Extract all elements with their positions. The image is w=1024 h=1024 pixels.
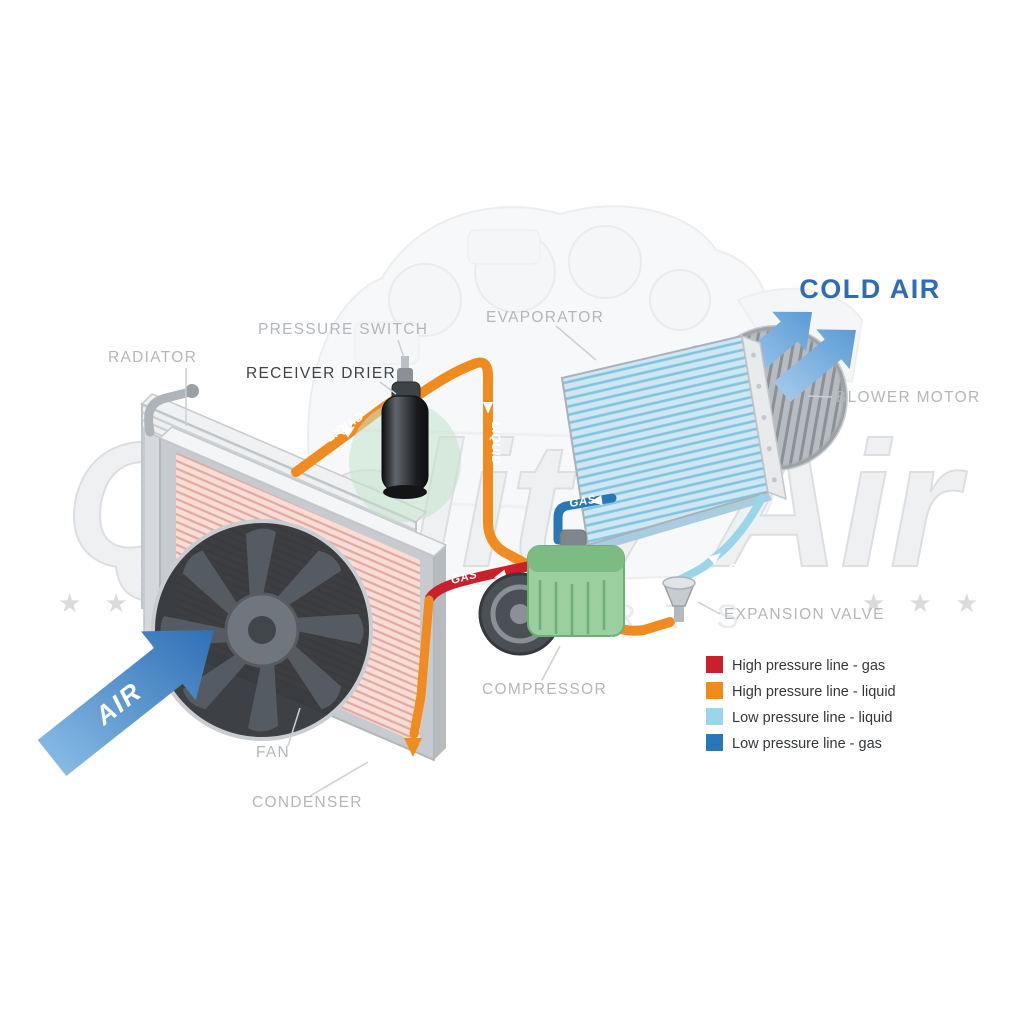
pipe-label-liquid-down: LIQUID xyxy=(489,422,501,465)
evaporator-plate-holes xyxy=(751,352,777,483)
receiver-drier xyxy=(349,356,461,522)
condenser-outlet-arrowhead xyxy=(404,738,422,757)
legend: High pressure line - gas High pressure l… xyxy=(706,656,896,752)
condenser-label: CONDENSER xyxy=(252,794,363,811)
condenser-outlet-line xyxy=(409,595,434,739)
legend-item-low-gas: Low pressure line - gas xyxy=(706,734,882,752)
evaporator xyxy=(560,334,787,553)
legend-item-low-liquid: Low pressure line - liquid xyxy=(706,708,892,726)
legend-item-high-gas: High pressure line - gas xyxy=(706,656,885,674)
compressor xyxy=(478,529,625,656)
legend-label-high-gas: High pressure line - gas xyxy=(732,658,885,674)
expansion-valve-label: EXPANSION VALVE xyxy=(724,606,885,623)
pressure-switch xyxy=(401,356,409,370)
fan-blades xyxy=(160,528,364,732)
watermark-stars-right: ★ ★ ★ xyxy=(862,588,986,618)
fan-label: FAN xyxy=(256,744,290,761)
compressor-label: COMPRESSOR xyxy=(482,681,607,698)
legend-swatch-high-liquid xyxy=(706,682,723,699)
evaporator-label: EVAPORATOR xyxy=(486,309,604,326)
low-pressure-gas-line-evaporator-to-compressor xyxy=(553,493,617,545)
receiver-drier-label: RECEIVER DRIER xyxy=(246,365,396,382)
legend-swatch-low-gas xyxy=(706,734,723,751)
legend-label-low-gas: Low pressure line - gas xyxy=(732,736,882,752)
legend-swatch-low-liquid xyxy=(706,708,723,725)
expansion-valve xyxy=(662,576,696,622)
fan xyxy=(151,519,373,741)
legend-item-high-liquid: High pressure line - liquid xyxy=(706,682,896,700)
cold-air-arrow-2 xyxy=(773,329,856,402)
air-arrow xyxy=(37,630,215,776)
cold-air-label: COLD AIR xyxy=(799,274,941,304)
legend-swatch-high-gas xyxy=(706,656,723,673)
pipe-label-gas-low: GAS xyxy=(569,494,597,510)
air-flow: AIR xyxy=(37,630,215,776)
legend-label-high-liquid: High pressure line - liquid xyxy=(732,684,896,700)
component-labels: RADIATOR PRESSURE SWITCH RECEIVER DRIER … xyxy=(108,309,981,811)
legend-label-low-liquid: Low pressure line - liquid xyxy=(732,710,892,726)
blower-motor-label: BLOWER MOTOR xyxy=(836,389,981,406)
pipe-label-liquid-to-valve: LIQUID xyxy=(608,635,652,653)
pressure-switch-label: PRESSURE SWITCH xyxy=(258,321,428,338)
radiator-label: RADIATOR xyxy=(108,349,197,366)
